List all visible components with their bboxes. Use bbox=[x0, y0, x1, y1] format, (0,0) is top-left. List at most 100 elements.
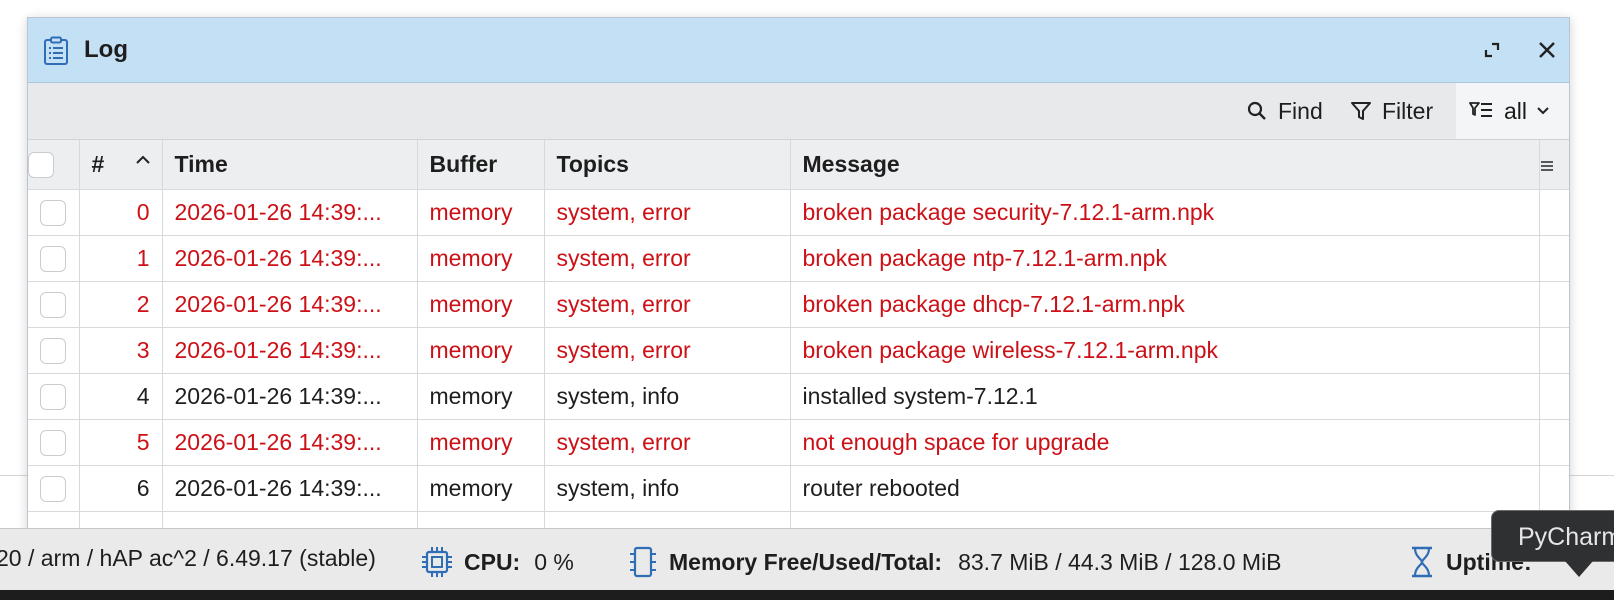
column-menu-button[interactable] bbox=[1539, 140, 1569, 190]
cell-time: 2026-01-26 14:39:... bbox=[162, 281, 418, 328]
cell-buffer: memory bbox=[417, 419, 545, 466]
cell-time: 2026-01-26 14:39:... bbox=[162, 327, 418, 374]
search-icon bbox=[1247, 101, 1266, 120]
cell-spacer bbox=[1539, 235, 1569, 282]
cpu-icon bbox=[422, 547, 452, 577]
row-checkbox[interactable] bbox=[40, 337, 67, 364]
table-row[interactable]: 1 2026-01-26 14:39:... memory system, er… bbox=[28, 235, 1569, 282]
cell-buffer bbox=[417, 511, 545, 532]
column-header-message[interactable]: Message bbox=[790, 140, 1540, 190]
cell-topics: system, error bbox=[544, 235, 791, 282]
list-filter-icon bbox=[1469, 102, 1492, 117]
table-row[interactable]: 3 2026-01-26 14:39:... memory system, er… bbox=[28, 327, 1569, 374]
column-header-time[interactable]: Time bbox=[162, 140, 418, 190]
table-row[interactable]: 4 2026-01-26 14:39:... memory system, in… bbox=[28, 373, 1569, 420]
status-bar: 20 / arm / hAP ac^2 / 6.49.17 (stable) C… bbox=[0, 528, 1614, 591]
row-select-cell bbox=[28, 189, 80, 236]
row-checkbox[interactable] bbox=[40, 475, 67, 502]
column-header-buffer[interactable]: Buffer bbox=[417, 140, 545, 190]
hourglass-icon bbox=[1412, 546, 1432, 578]
memory-status: Memory Free/Used/Total: 83.7 MiB / 44.3 … bbox=[627, 545, 1282, 579]
cell-buffer: memory bbox=[417, 281, 545, 328]
cell-time: 2026-01-26 14:39:... bbox=[162, 465, 418, 512]
cell-buffer: memory bbox=[417, 189, 545, 236]
table-row[interactable]: 6 2026-01-26 14:39:... memory system, in… bbox=[28, 465, 1569, 512]
row-select-cell bbox=[28, 419, 80, 466]
row-checkbox[interactable] bbox=[40, 383, 67, 410]
close-icon[interactable] bbox=[1533, 36, 1561, 64]
find-button[interactable]: Find bbox=[1246, 97, 1323, 125]
find-label: Find bbox=[1278, 97, 1323, 124]
log-window: Log Find Filter bbox=[27, 17, 1570, 554]
cell-buffer: memory bbox=[417, 465, 545, 512]
row-checkbox[interactable] bbox=[40, 291, 67, 318]
log-table: # Time Buffer Topics Message bbox=[28, 140, 1569, 532]
sort-ascending-icon bbox=[135, 155, 150, 164]
cell-number: 4 bbox=[79, 373, 163, 420]
cell-number: 0 bbox=[79, 189, 163, 236]
cell-buffer: memory bbox=[417, 235, 545, 282]
table-row[interactable]: 0 2026-01-26 14:39:... memory system, er… bbox=[28, 189, 1569, 236]
cell-topics: system, error bbox=[544, 281, 791, 328]
cell-number: 5 bbox=[79, 419, 163, 466]
window-title: Log bbox=[84, 36, 128, 63]
cell-time: 2026-01-26 14:39:... bbox=[162, 419, 418, 466]
cell-message: installed system-7.12.1 bbox=[790, 373, 1540, 420]
chevron-down-icon bbox=[1537, 107, 1549, 115]
memory-chip-icon bbox=[630, 546, 656, 578]
row-select-cell bbox=[28, 511, 80, 532]
row-select-cell bbox=[28, 327, 80, 374]
row-select-cell bbox=[28, 465, 80, 512]
expand-icon[interactable] bbox=[1478, 36, 1506, 64]
cell-time: 2026-01-26 14:39:... bbox=[162, 189, 418, 236]
cell-topics: system, info bbox=[544, 373, 791, 420]
memory-label: Memory Free/Used/Total: bbox=[669, 548, 943, 575]
memory-value: 83.7 MiB / 44.3 MiB / 128.0 MiB bbox=[958, 548, 1282, 575]
column-label: # bbox=[91, 150, 105, 177]
cell-message: broken package dhcp-7.12.1-arm.npk bbox=[790, 281, 1540, 328]
filter-button[interactable]: Filter bbox=[1350, 97, 1433, 125]
tooltip: PyCharm bbox=[1491, 510, 1614, 562]
log-toolbar: Find Filter all bbox=[28, 83, 1569, 140]
cell-time bbox=[162, 511, 418, 532]
cell-spacer bbox=[1539, 373, 1569, 420]
cell-time: 2026-01-26 14:39:... bbox=[162, 373, 418, 420]
cell-number: 6 bbox=[79, 465, 163, 512]
cpu-label: CPU: bbox=[464, 548, 521, 575]
cell-message: broken package wireless-7.12.1-arm.npk bbox=[790, 327, 1540, 374]
select-all-cell bbox=[28, 140, 80, 190]
cell-number: 2 bbox=[79, 281, 163, 328]
view-select[interactable]: all bbox=[1456, 83, 1569, 139]
window-titlebar[interactable]: Log bbox=[28, 18, 1569, 83]
cell-message: broken package security-7.12.1-arm.npk bbox=[790, 189, 1540, 236]
row-checkbox[interactable] bbox=[40, 429, 67, 456]
select-all-checkbox[interactable] bbox=[28, 152, 54, 179]
taskbar-edge bbox=[0, 590, 1614, 600]
filter-label: Filter bbox=[1382, 97, 1434, 124]
cell-topics: system, error bbox=[544, 327, 791, 374]
row-checkbox[interactable] bbox=[40, 199, 67, 226]
clipboard-list-icon bbox=[44, 36, 68, 65]
table-row[interactable]: 5 2026-01-26 14:39:... memory system, er… bbox=[28, 419, 1569, 466]
cell-spacer bbox=[1539, 327, 1569, 374]
row-select-cell bbox=[28, 235, 80, 282]
cell-topics bbox=[544, 511, 791, 532]
cell-number: 3 bbox=[79, 327, 163, 374]
cell-topics: system, error bbox=[544, 189, 791, 236]
cell-time: 2026-01-26 14:39:... bbox=[162, 235, 418, 282]
column-header-topics[interactable]: Topics bbox=[544, 140, 791, 190]
cell-message: not enough space for upgrade bbox=[790, 419, 1540, 466]
cell-spacer bbox=[1539, 419, 1569, 466]
tooltip-pointer bbox=[1565, 561, 1593, 577]
row-checkbox[interactable] bbox=[40, 245, 67, 272]
column-header-number[interactable]: # bbox=[79, 140, 163, 190]
menu-icon bbox=[1540, 160, 1553, 171]
cpu-value: 0 % bbox=[534, 548, 574, 575]
cell-number: 1 bbox=[79, 235, 163, 282]
version-info: 20 / arm / hAP ac^2 / 6.49.17 (stable) bbox=[0, 545, 376, 571]
cell-buffer: memory bbox=[417, 373, 545, 420]
cell-topics: system, error bbox=[544, 419, 791, 466]
cell-spacer bbox=[1539, 189, 1569, 236]
table-row[interactable]: 2 2026-01-26 14:39:... memory system, er… bbox=[28, 281, 1569, 328]
row-select-cell bbox=[28, 373, 80, 420]
